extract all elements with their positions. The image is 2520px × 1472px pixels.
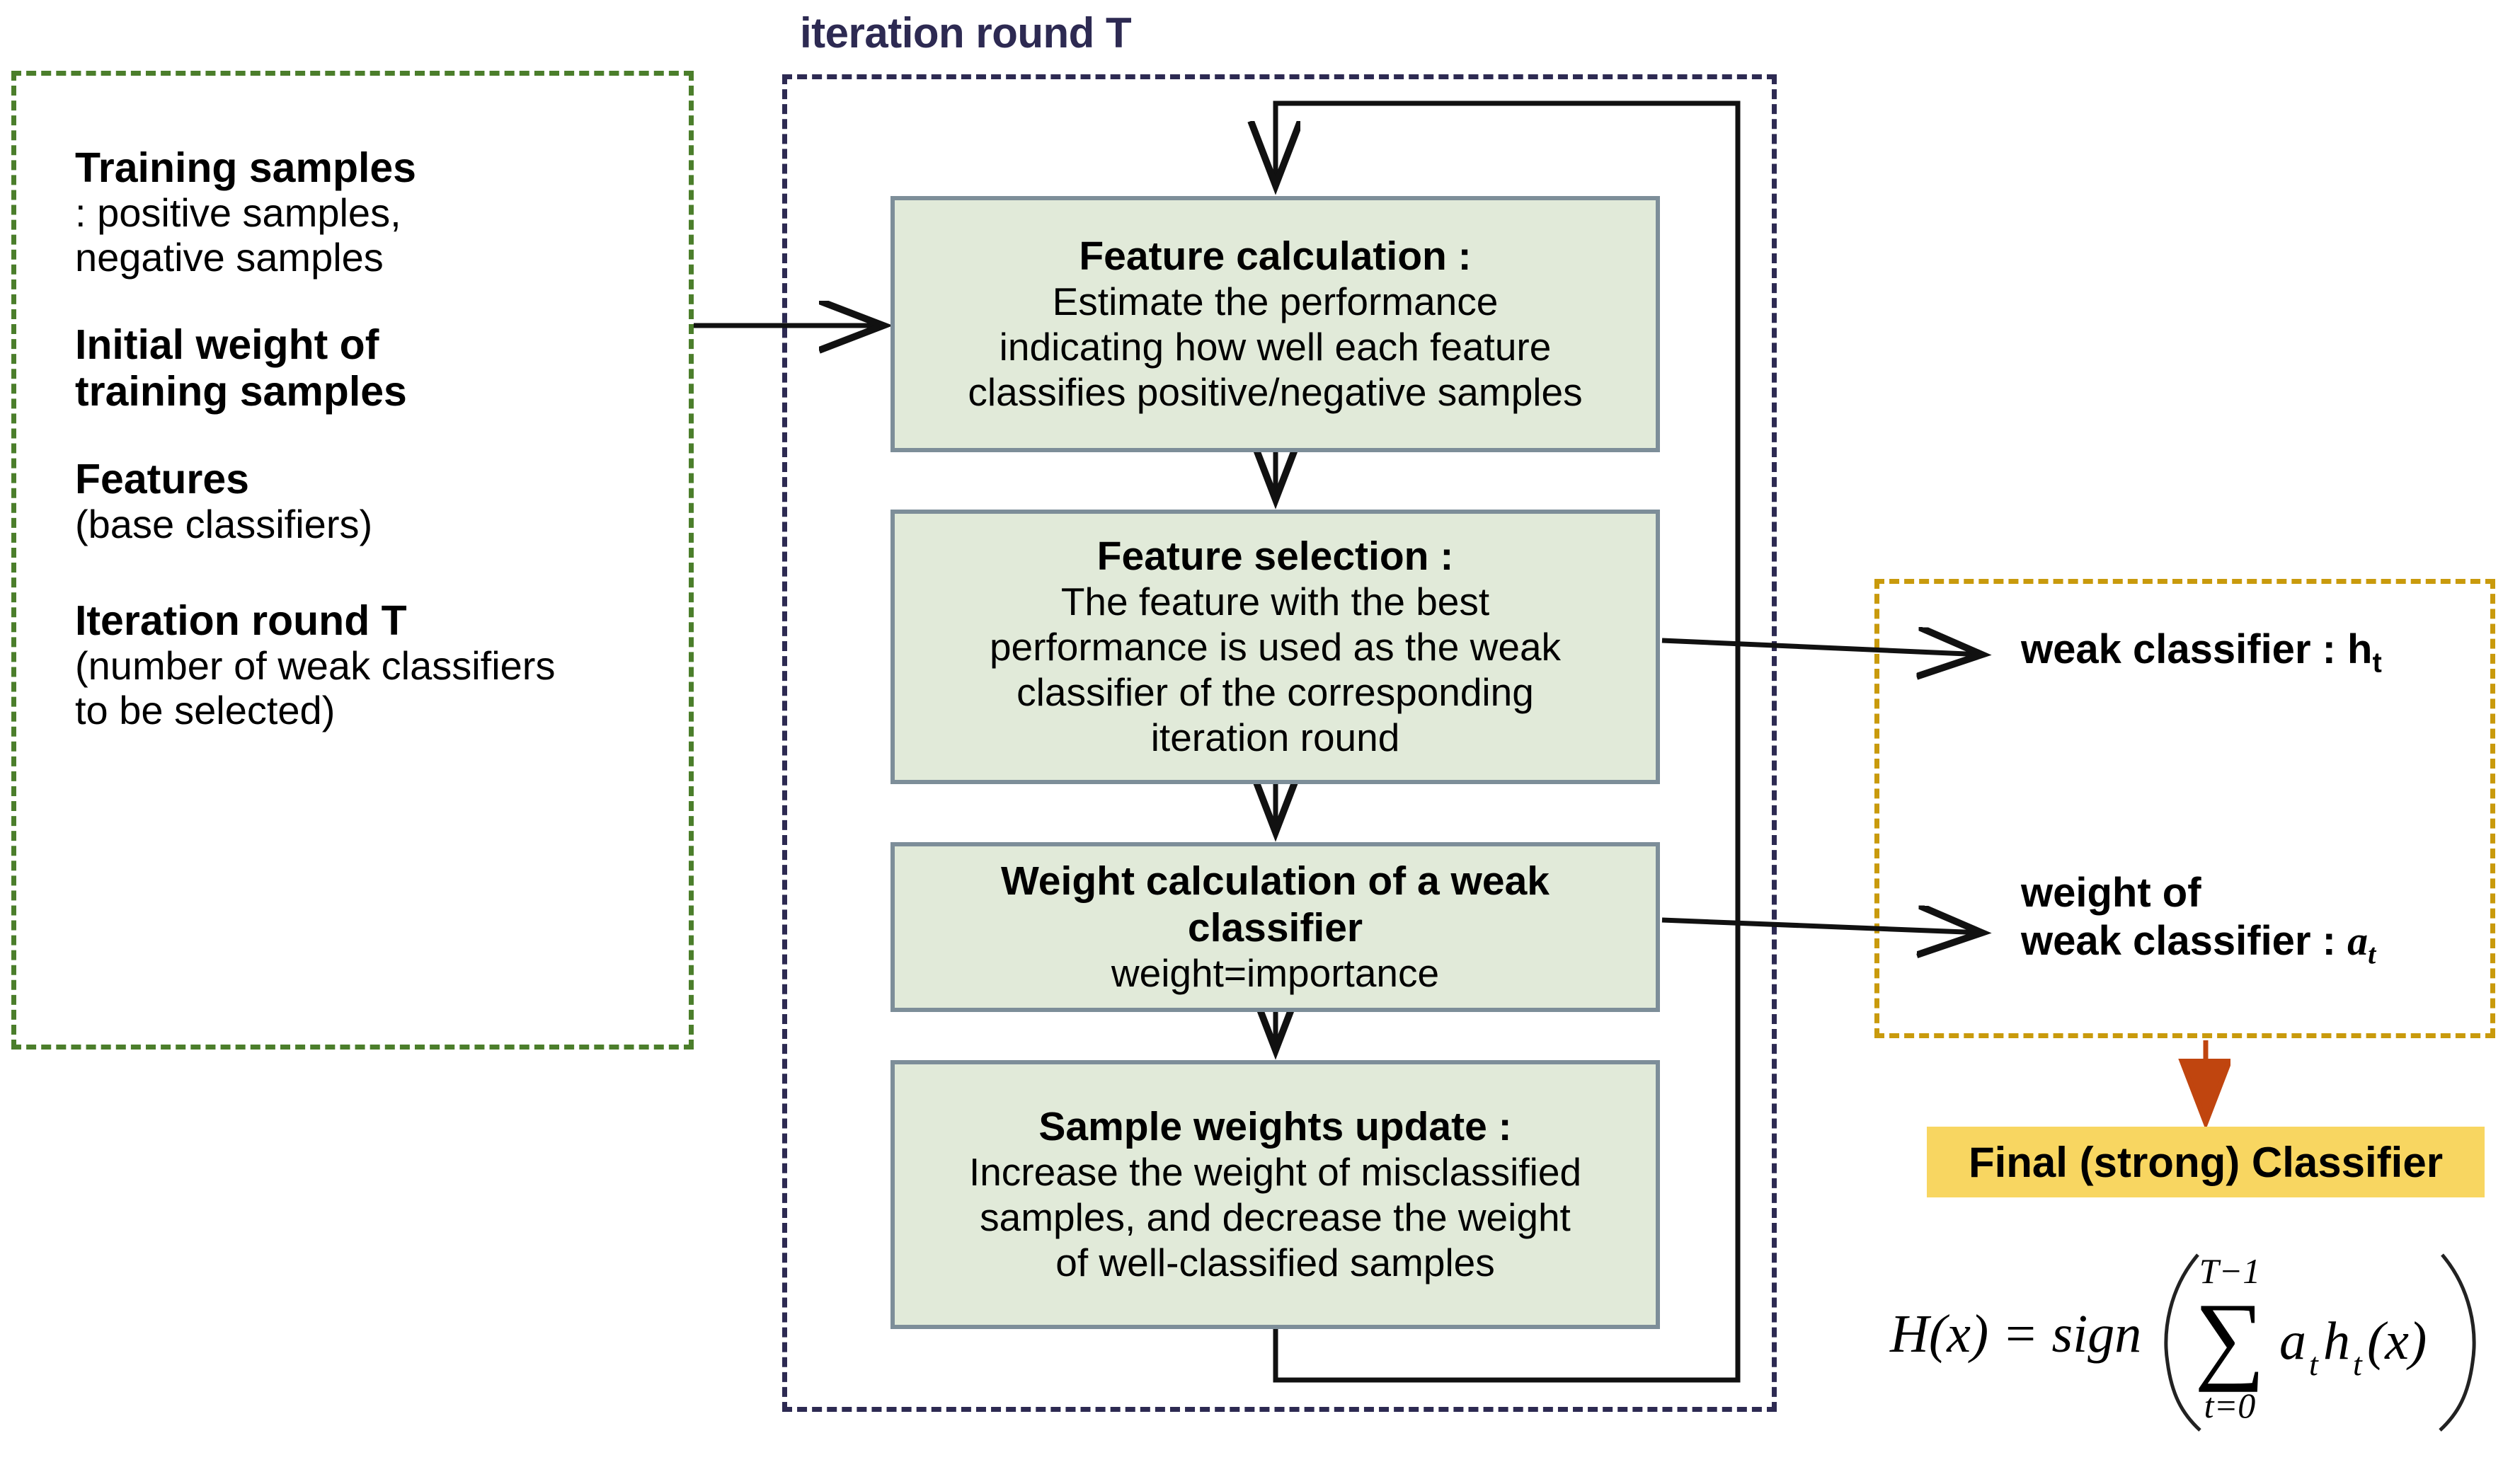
formula-lhs: H(x) = sign: [1889, 1304, 2141, 1364]
output-weak-classifier-weight: weight of weak classifier : at: [2021, 869, 2376, 971]
svg-text:t: t: [2353, 1346, 2363, 1382]
outputs-container: [1874, 579, 2495, 1038]
input-item-iteration-round: Iteration round T (number of weak classi…: [75, 597, 555, 733]
step-body: Estimate the performance indicating how …: [968, 280, 1583, 414]
input-detail: : positive samples, negative samples: [75, 190, 401, 280]
formula-upper-limit: T−1: [2199, 1251, 2261, 1291]
step-body: Increase the weight of misclassified sam…: [968, 1150, 1582, 1284]
step-title: Weight calculation of a weak classifier: [1001, 858, 1550, 951]
final-classifier-heading: Final (strong) Classifier: [1968, 1138, 2444, 1186]
step-body: The feature with the best performance is…: [989, 580, 1562, 759]
output-label: weight of weak classifier :: [2021, 870, 2336, 965]
input-heading: Features: [75, 456, 249, 502]
output-symbol: a: [2347, 918, 2369, 965]
input-item-training-samples: Training samples : positive samples, neg…: [75, 144, 416, 280]
input-item-initial-weight: Initial weight of training samples: [75, 321, 407, 415]
iteration-round-title: iteration round T: [800, 9, 1132, 57]
step-title: Feature selection :: [1096, 534, 1454, 580]
input-detail: (base classifiers): [75, 502, 373, 547]
final-classifier-banner: Final (strong) Classifier: [1927, 1127, 2485, 1197]
output-subscript: t: [2372, 647, 2382, 679]
step-body: weight=importance: [1111, 951, 1440, 996]
svg-text:h: h: [2323, 1311, 2350, 1371]
svg-text:a: a: [2279, 1311, 2306, 1371]
process-step-feature-selection: Feature selection : The feature with the…: [890, 510, 1660, 784]
output-subscript: t: [2368, 938, 2376, 971]
input-heading: Iteration round T: [75, 597, 407, 644]
input-heading: Initial weight of training samples: [75, 321, 407, 415]
input-item-features: Features (base classifiers): [75, 456, 372, 547]
step-title: Sample weights update :: [1038, 1104, 1512, 1150]
formula-left-paren: [2164, 1253, 2201, 1432]
formula-right-paren: [2439, 1253, 2476, 1432]
svg-text:(x): (x): [2367, 1311, 2427, 1371]
svg-text:t: t: [2309, 1346, 2319, 1382]
final-classifier-formula: H(x) = sign T−1 ∑ t=0 a t h t (x): [1883, 1214, 2520, 1440]
formula-summand: a t h t (x): [2279, 1311, 2427, 1382]
inputs-container: [11, 71, 694, 1050]
iteration-loop-container: [782, 74, 1777, 1412]
process-step-feature-calculation: Feature calculation : Estimate the perfo…: [890, 196, 1660, 452]
process-step-weight-calculation: Weight calculation of a weak classifier …: [890, 842, 1660, 1012]
input-heading: Training samples: [75, 144, 416, 191]
process-step-sample-weights-update: Sample weights update : Increase the wei…: [890, 1060, 1660, 1329]
output-label: weak classifier : h: [2021, 626, 2373, 672]
input-detail: (number of weak classifiers to be select…: [75, 643, 556, 732]
formula-sigma: ∑: [2194, 1283, 2265, 1393]
output-weak-classifier: weak classifier : ht: [2021, 626, 2382, 680]
formula-lower-limit: t=0: [2204, 1386, 2256, 1425]
step-title: Feature calculation :: [1079, 234, 1472, 280]
